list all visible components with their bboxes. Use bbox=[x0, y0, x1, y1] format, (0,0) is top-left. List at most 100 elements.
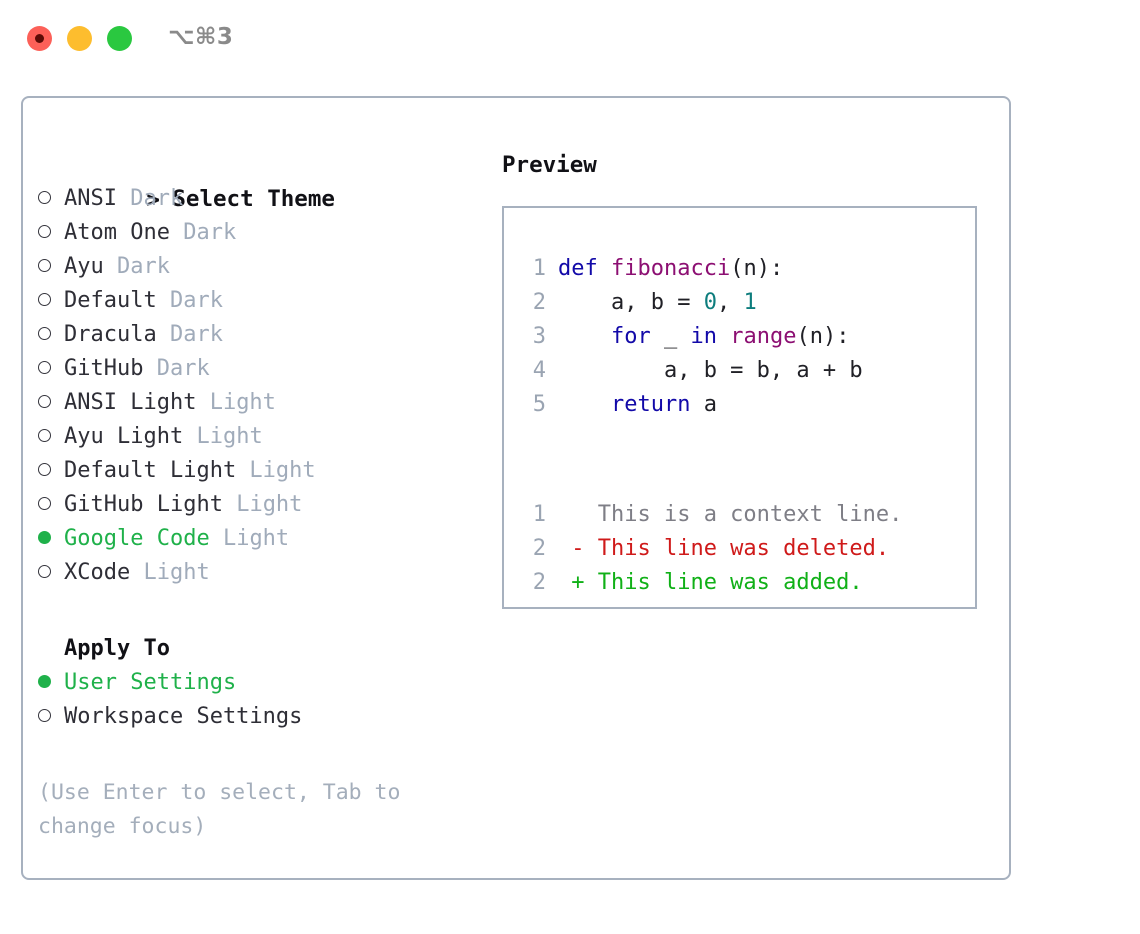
theme-option-label: Google Code bbox=[64, 526, 210, 551]
radio-selected-icon bbox=[38, 666, 64, 700]
code-token: for bbox=[610, 324, 651, 349]
theme-option-ansi[interactable]: ANSI Dark bbox=[38, 182, 488, 216]
theme-variant-tag: Dark bbox=[143, 356, 210, 381]
maximize-window-button[interactable] bbox=[107, 26, 132, 51]
diff-line-text: This is a context line. bbox=[558, 502, 903, 527]
radio-unselected-icon bbox=[38, 488, 64, 522]
code-line: 4 a, b = b, a + b bbox=[520, 354, 967, 388]
code-line: 3 for _ in range(n): bbox=[520, 320, 967, 354]
theme-variant-tag: Light bbox=[236, 458, 316, 483]
theme-option-label: GitHub Light bbox=[64, 492, 223, 517]
apply-to-option-label: User Settings bbox=[64, 670, 237, 695]
code-token: _ bbox=[650, 324, 691, 349]
apply-to-option-label: Workspace Settings bbox=[64, 704, 303, 729]
theme-option-ansi-light[interactable]: ANSI Light Light bbox=[38, 386, 488, 420]
radio-dot bbox=[38, 462, 51, 476]
theme-variant-tag: Dark bbox=[156, 322, 223, 347]
minimize-window-button[interactable] bbox=[67, 26, 92, 51]
diff-line-text: - This line was deleted. bbox=[558, 536, 890, 561]
theme-option-google-code[interactable]: Google Code Light bbox=[38, 522, 488, 556]
code-token bbox=[558, 324, 611, 349]
theme-option-label: XCode bbox=[64, 560, 131, 585]
theme-variant-tag: Dark bbox=[116, 186, 184, 211]
theme-variant-tag: Dark bbox=[169, 220, 237, 245]
diff-line: 1 This is a context line. bbox=[520, 498, 967, 532]
code-line: 5 return a bbox=[520, 388, 967, 422]
apply-to-header: Apply To bbox=[64, 636, 170, 661]
theme-option-default[interactable]: Default Dark bbox=[38, 284, 488, 318]
diff-line-number: 2 bbox=[532, 536, 546, 561]
close-window-button[interactable] bbox=[27, 26, 52, 51]
theme-variant-tag: Light bbox=[183, 424, 263, 449]
radio-unselected-icon bbox=[38, 556, 64, 590]
theme-option-xcode[interactable]: XCode Light bbox=[38, 556, 488, 590]
theme-option-label: ANSI bbox=[64, 186, 117, 211]
theme-option-label: Default Light bbox=[64, 458, 237, 483]
theme-option-ayu[interactable]: Ayu Dark bbox=[38, 250, 488, 284]
radio-dot bbox=[38, 674, 51, 688]
radio-dot bbox=[38, 224, 51, 238]
theme-list-header: > Select Theme bbox=[38, 148, 488, 213]
diff-line: 2 + This line was added. bbox=[520, 566, 967, 600]
theme-option-label: ANSI Light bbox=[64, 390, 197, 415]
apply-to-option-user-settings[interactable]: User Settings bbox=[38, 666, 488, 700]
theme-option-label: Atom One bbox=[64, 220, 170, 245]
radio-dot bbox=[38, 564, 51, 578]
theme-option-ayu-light[interactable]: Ayu Light Light bbox=[38, 420, 488, 454]
theme-option-dracula[interactable]: Dracula Dark bbox=[38, 318, 488, 352]
window-titlebar: ⌥⌘3 bbox=[0, 0, 1140, 78]
diff-line-number: 2 bbox=[532, 570, 546, 595]
apply-to-option-workspace-settings[interactable]: Workspace Settings bbox=[38, 700, 488, 734]
code-token: a, b = bbox=[558, 290, 704, 315]
radio-unselected-icon bbox=[38, 700, 64, 734]
radio-dot bbox=[38, 428, 51, 442]
code-token: , bbox=[716, 290, 744, 315]
code-line-number: 4 bbox=[532, 358, 546, 383]
code-token: def bbox=[558, 256, 598, 281]
theme-list-header-label: Select Theme bbox=[172, 186, 335, 212]
theme-option-default-light[interactable]: Default Light Light bbox=[38, 454, 488, 488]
code-token bbox=[717, 324, 730, 349]
code-token: (n): bbox=[730, 256, 784, 281]
keyboard-hint-text: (Use Enter to select, Tab to change focu… bbox=[38, 780, 414, 839]
code-token: range bbox=[730, 324, 797, 349]
radio-unselected-icon bbox=[38, 284, 64, 318]
radio-unselected-icon bbox=[38, 318, 64, 352]
theme-option-github-light[interactable]: GitHub Light Light bbox=[38, 488, 488, 522]
radio-dot bbox=[38, 258, 51, 272]
theme-option-label: Ayu bbox=[64, 254, 104, 279]
theme-variant-tag: Light bbox=[196, 390, 276, 415]
radio-dot bbox=[38, 326, 51, 340]
code-line: 2 a, b = 0, 1 bbox=[520, 286, 967, 320]
theme-option-label: Default bbox=[64, 288, 157, 313]
code-line-number: 5 bbox=[532, 392, 546, 417]
radio-dot bbox=[38, 292, 51, 306]
radio-dot bbox=[38, 496, 51, 510]
theme-option-github[interactable]: GitHub Dark bbox=[38, 352, 488, 386]
code-token: fibonacci bbox=[611, 256, 731, 281]
code-token: 0 bbox=[703, 290, 717, 315]
code-token: (n): bbox=[796, 324, 850, 349]
radio-unselected-icon bbox=[38, 216, 64, 250]
radio-dot bbox=[38, 394, 51, 408]
theme-option-atom-one[interactable]: Atom One Dark bbox=[38, 216, 488, 250]
theme-variant-tag: Light bbox=[222, 492, 303, 517]
radio-dot bbox=[38, 708, 51, 722]
code-token: a bbox=[690, 392, 717, 417]
section-spacer bbox=[38, 590, 488, 632]
radio-unselected-icon bbox=[38, 182, 64, 216]
theme-option-label: GitHub bbox=[64, 356, 144, 381]
code-token bbox=[558, 392, 611, 417]
radio-selected-icon bbox=[38, 522, 64, 556]
section-spacer-2 bbox=[38, 734, 488, 776]
theme-option-label: Ayu Light bbox=[64, 424, 184, 449]
preview-title: Preview bbox=[502, 152, 597, 178]
code-token: 1 bbox=[743, 290, 757, 315]
radio-dot bbox=[38, 360, 51, 374]
